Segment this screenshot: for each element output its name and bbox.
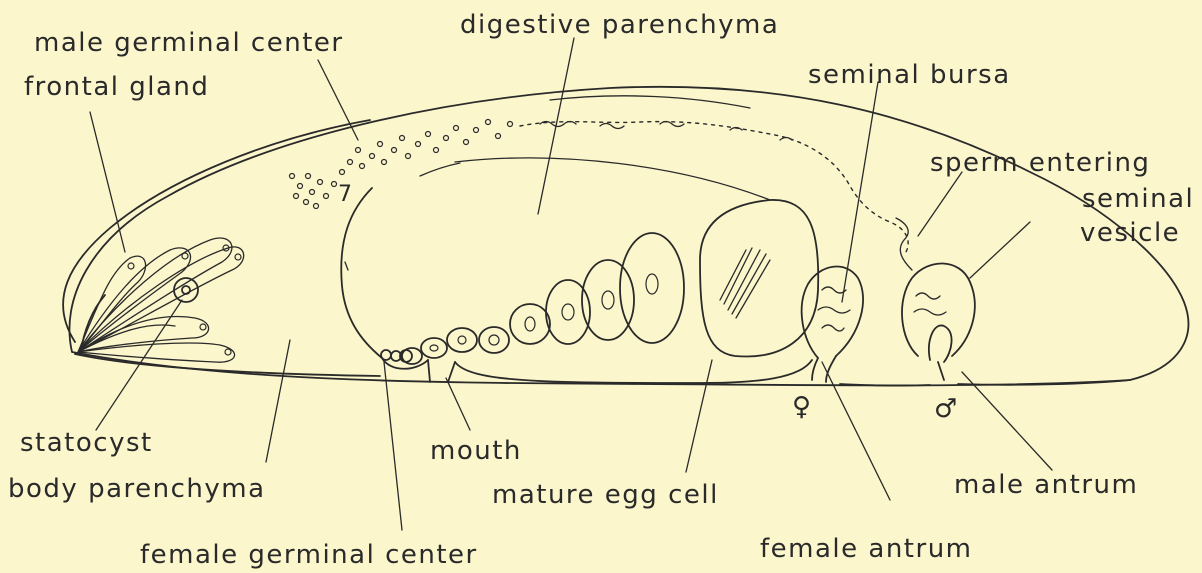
leader-sperm-entering [918, 172, 962, 236]
leader-male-germinal [318, 60, 358, 140]
leader-seminal-bursa [842, 82, 878, 302]
digestive-arc [455, 158, 770, 200]
leader-seminal-vesicle [970, 222, 1030, 278]
digestive-arc-3 [550, 96, 750, 108]
label-body-parenchyma: body parenchyma [8, 474, 266, 504]
digestive-outline [341, 188, 382, 358]
sperm-trail [520, 122, 908, 252]
label-digestive-parenchyma: digestive parenchyma [460, 10, 779, 40]
leader-digestive [538, 38, 574, 214]
spindle [720, 248, 770, 318]
mouth-channel-r [448, 362, 455, 382]
frontal-gland-cells [78, 238, 244, 362]
label-vesicle: vesicle [1080, 218, 1180, 248]
female-symbol: ♀ [792, 392, 811, 422]
seminal-bursa-shape [802, 267, 863, 382]
gut-floor-right [455, 360, 812, 383]
body-wall-inner [63, 120, 370, 342]
germinal-mark: 7 [338, 180, 354, 210]
digestive-arc-2 [420, 163, 460, 176]
egg-cells [381, 200, 818, 364]
label-seminal: seminal [1082, 184, 1194, 214]
male-symbol: ♂ [934, 394, 957, 424]
mouth-channel-l [428, 360, 430, 382]
label-mouth: mouth [430, 436, 522, 466]
leader-female-antrum [822, 362, 890, 500]
label-female-germinal-center: female germinal center [140, 540, 478, 570]
label-male-germinal-center: male germinal center [34, 28, 344, 58]
ventral-lower [840, 384, 930, 386]
statocyst-shape [174, 278, 198, 302]
label-female-antrum: female antrum [760, 534, 973, 564]
leader-mature-egg [686, 360, 712, 472]
label-frontal-gland: frontal gland [24, 72, 209, 102]
leader-body-parenchyma [266, 340, 290, 462]
label-sperm-entering: sperm entering [930, 148, 1150, 178]
body-outline [69, 87, 1188, 386]
label-statocyst: statocyst [20, 428, 153, 458]
label-seminal-bursa: seminal bursa [808, 60, 1011, 90]
digestive-short-1 [345, 262, 348, 270]
label-mature-egg-cell: mature egg cell [492, 480, 719, 510]
male-germinal-cluster [290, 120, 513, 209]
leader-mouth [446, 378, 470, 430]
leader-female-germinal [384, 362, 402, 530]
leader-male-antrum [962, 372, 1052, 470]
label-male-antrum: male antrum [954, 470, 1138, 500]
